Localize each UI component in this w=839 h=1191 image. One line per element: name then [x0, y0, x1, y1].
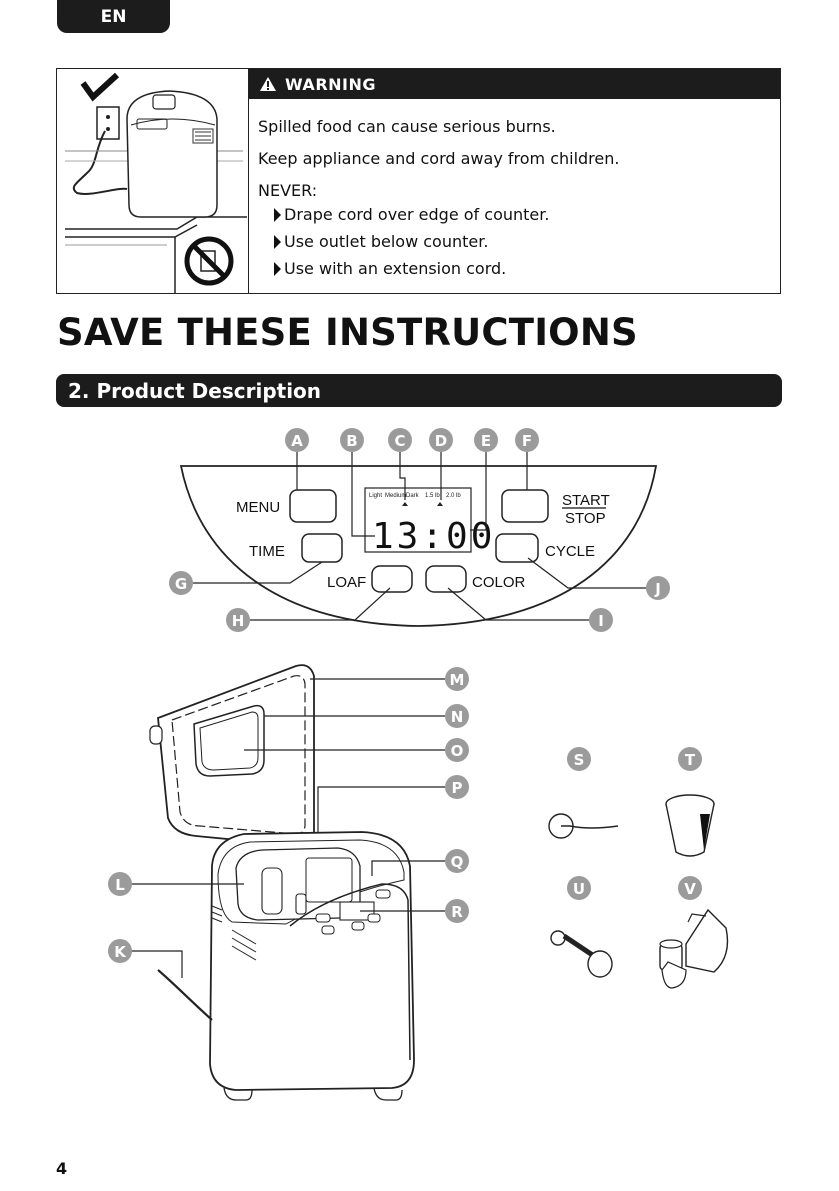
callout-e: E — [474, 428, 498, 452]
callout-k: K — [108, 939, 132, 963]
indicator-light: Light — [369, 493, 382, 499]
callout-r: R — [445, 899, 469, 923]
measuring-cup-icon — [665, 794, 715, 857]
svg-text:F: F — [522, 432, 532, 450]
callout-f: F — [515, 428, 539, 452]
lcd-time: 13:00 — [372, 516, 495, 557]
svg-text:C: C — [394, 432, 405, 450]
warning-bullet-text: Use with an extension cord. — [284, 259, 507, 278]
measuring-hook-icon — [548, 813, 619, 839]
svg-text:E: E — [481, 432, 491, 450]
svg-text:P: P — [452, 779, 463, 797]
warning-heading-text: WARNING — [285, 74, 376, 94]
indicator-2-0lb: 2.0 lb — [446, 493, 461, 499]
svg-text:J: J — [654, 580, 661, 598]
prohibited-icon — [184, 236, 234, 286]
callout-m: M — [445, 667, 469, 691]
lcd-display — [364, 487, 472, 553]
check-icon — [80, 72, 120, 102]
cycle-button — [495, 533, 539, 563]
bread-maker-small-icon — [126, 90, 218, 218]
measuring-spoon-icon — [550, 930, 613, 978]
callout-b: B — [340, 428, 364, 452]
start-stop-button — [501, 489, 549, 523]
svg-text:T: T — [685, 751, 696, 769]
warning-bullet: Use outlet below counter. — [274, 234, 488, 250]
section-title: 2. Product Description — [68, 378, 322, 403]
svg-text:Light Medium Dark: Light Medium Dark 1.5 lb 2.0 lb — [369, 493, 461, 499]
warning-line: Keep appliance and cord away from childr… — [258, 149, 620, 168]
warning-heading: WARNING — [249, 69, 780, 99]
warning-triangle-icon — [260, 77, 276, 91]
indicator-1-5lb: 1.5 lb — [425, 493, 440, 499]
menu-button — [289, 489, 337, 523]
loaf-button — [371, 565, 413, 593]
svg-text:L: L — [115, 876, 125, 894]
callout-q: Q — [445, 849, 469, 873]
warning-bullet-text: Use outlet below counter. — [284, 232, 489, 251]
bullet-icon — [274, 208, 281, 222]
svg-text:N: N — [451, 708, 464, 726]
callout-l: L — [108, 872, 132, 896]
bullet-icon — [274, 235, 281, 249]
callout-d: D — [429, 428, 453, 452]
svg-text:M: M — [450, 671, 465, 689]
start-label: START — [562, 492, 610, 509]
callout-n: N — [445, 704, 469, 728]
time-label: TIME — [249, 543, 285, 560]
loaf-label: LOAF — [327, 574, 366, 591]
bullet-icon — [274, 262, 281, 276]
stop-label: STOP — [565, 510, 606, 527]
callout-p: P — [445, 775, 469, 799]
bread-maker-illustration — [149, 664, 415, 1101]
lid-window — [193, 704, 265, 777]
svg-text:D: D — [435, 432, 447, 450]
callout-s: S — [567, 747, 591, 771]
callout-o: O — [445, 738, 469, 762]
callout-j: J — [646, 576, 670, 600]
svg-text:R: R — [451, 903, 463, 921]
warning-bullet-text: Drape cord over edge of counter. — [284, 205, 550, 224]
svg-text:Q: Q — [451, 853, 464, 871]
svg-text:U: U — [573, 880, 585, 898]
warning-bullet: Drape cord over edge of counter. — [274, 207, 549, 223]
callout-i: I — [589, 608, 613, 632]
cycle-label: CYCLE — [545, 543, 595, 560]
svg-text:S: S — [574, 751, 585, 769]
svg-text:O: O — [451, 742, 464, 760]
svg-text:A: A — [291, 432, 303, 450]
save-instructions-title: SAVE THESE INSTRUCTIONS — [57, 311, 638, 354]
svg-text:H: H — [232, 612, 245, 630]
callout-g: G — [169, 571, 193, 595]
page-number: 4 — [56, 1159, 68, 1178]
color-label: COLOR — [472, 574, 526, 591]
wall-outlet-icon — [96, 106, 120, 140]
language-tab: EN — [57, 0, 170, 33]
callout-u: U — [567, 876, 591, 900]
svg-text:K: K — [114, 943, 127, 961]
svg-text:V: V — [684, 880, 696, 898]
time-button — [301, 533, 343, 563]
callout-a: A — [285, 428, 309, 452]
warning-bullet: Use with an extension cord. — [274, 261, 506, 277]
svg-text:G: G — [175, 575, 187, 593]
warning-illustration — [57, 69, 249, 293]
callout-h: H — [226, 608, 250, 632]
menu-label: MENU — [236, 499, 280, 516]
callout-c: C — [388, 428, 412, 452]
indicator-dark: Dark — [406, 493, 420, 499]
section-heading: 2. Product Description — [56, 374, 782, 407]
color-button — [425, 565, 467, 593]
svg-text:I: I — [598, 612, 604, 630]
callout-v: V — [678, 876, 702, 900]
svg-text:B: B — [346, 432, 357, 450]
kneading-paddle-icon — [659, 908, 729, 989]
indicator-medium: Medium — [385, 493, 406, 499]
warning-box: WARNING Spilled food can cause serious b… — [56, 68, 781, 294]
warning-line: NEVER: — [258, 181, 318, 200]
callout-t: T — [678, 747, 702, 771]
warning-line: Spilled food can cause serious burns. — [258, 117, 556, 136]
